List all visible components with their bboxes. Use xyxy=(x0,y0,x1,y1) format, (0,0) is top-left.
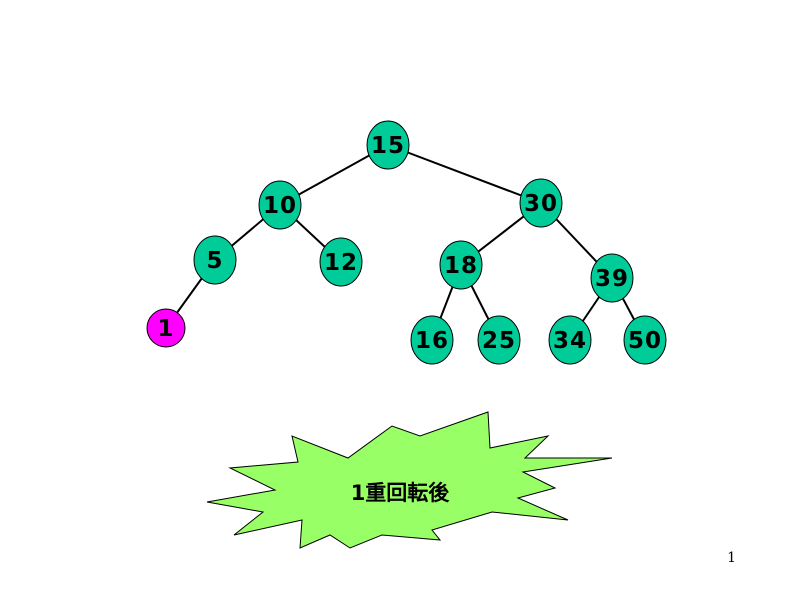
tree-nodes: 15 10 30 5 12 18 39 1 16 25 34 50 xyxy=(146,120,667,365)
edge-n15-n30 xyxy=(387,144,542,204)
node-circle xyxy=(439,240,483,290)
node-circle xyxy=(519,178,563,228)
node-label: 30 xyxy=(524,191,558,217)
node-label: 16 xyxy=(415,328,449,354)
node-label: 25 xyxy=(482,328,516,354)
tree-node-30: 30 xyxy=(519,178,563,228)
node-label: 34 xyxy=(553,328,587,354)
tree-node-15: 15 xyxy=(366,120,410,170)
node-circle xyxy=(623,315,667,365)
tree-node-16: 16 xyxy=(410,315,454,365)
tree-node-5: 5 xyxy=(193,235,237,285)
node-circle xyxy=(319,237,363,287)
node-label: 15 xyxy=(371,133,405,159)
node-label: 50 xyxy=(628,328,662,354)
tree-node-12: 12 xyxy=(319,237,363,287)
node-label: 10 xyxy=(263,193,297,219)
node-circle xyxy=(146,308,186,348)
explosion-shape: 1重回転後 xyxy=(206,411,613,549)
explosion-burst-icon xyxy=(206,411,613,549)
node-label: 39 xyxy=(595,266,629,292)
node-label: 18 xyxy=(444,253,478,279)
node-label: 5 xyxy=(206,248,223,274)
node-circle xyxy=(366,120,410,170)
node-circle xyxy=(193,235,237,285)
tree-node-25: 25 xyxy=(477,315,521,365)
tree-edges xyxy=(165,144,646,341)
page-number: 1 xyxy=(727,550,736,566)
node-circle xyxy=(477,315,521,365)
tree-node-34: 34 xyxy=(548,315,592,365)
node-circle xyxy=(548,315,592,365)
tree-node-10: 10 xyxy=(258,180,302,230)
node-circle xyxy=(258,180,302,230)
tree-node-39: 39 xyxy=(590,253,634,303)
tree-node-1: 1 xyxy=(146,308,186,348)
node-label: 12 xyxy=(324,250,358,276)
burst-label: 1重回転後 xyxy=(351,481,451,505)
node-circle xyxy=(410,315,454,365)
tree-node-18: 18 xyxy=(439,240,483,290)
node-label: 1 xyxy=(157,316,174,342)
tree-node-50: 50 xyxy=(623,315,667,365)
node-circle xyxy=(590,253,634,303)
